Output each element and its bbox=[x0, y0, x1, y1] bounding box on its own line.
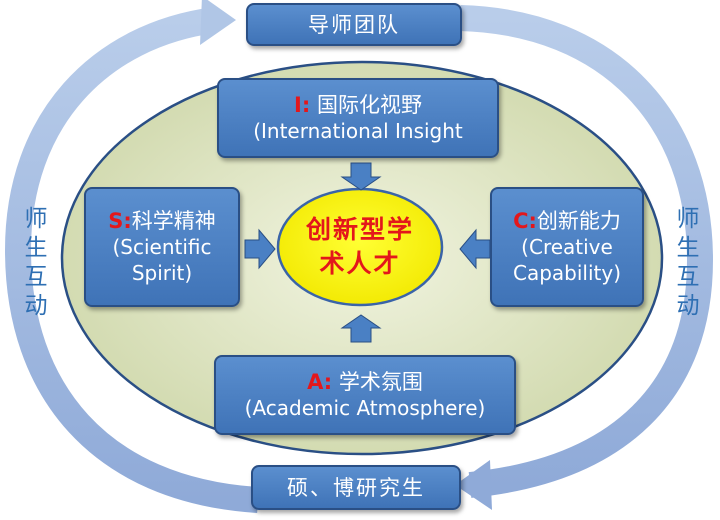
letter-s: S: bbox=[108, 209, 132, 233]
cycle-arrow-left bbox=[4, 0, 259, 513]
letter-a: A: bbox=[307, 370, 333, 394]
arrow-right-icon bbox=[244, 228, 276, 270]
arrow-left-icon bbox=[459, 228, 491, 270]
mentor-team-box: 导师团队 bbox=[246, 3, 462, 46]
scientific-en-1: (Scientific bbox=[112, 235, 212, 259]
academic-cn: 学术氛围 bbox=[338, 370, 423, 394]
graduate-students-box: 硕、博研究生 bbox=[251, 465, 461, 510]
side-text-right: 师 生 互 动 bbox=[676, 206, 700, 319]
creative-capability-box: C:创新能力 (Creative Capability) bbox=[490, 187, 644, 307]
side-text-left: 师 生 互 动 bbox=[24, 206, 48, 319]
arrow-down-icon bbox=[340, 162, 382, 191]
creative-cn: 创新能力 bbox=[536, 209, 621, 233]
center-line-2: 术人才 bbox=[319, 249, 401, 278]
graduate-students-label: 硕、博研究生 bbox=[287, 475, 425, 500]
creative-en-1: (Creative bbox=[521, 235, 613, 259]
scientific-en-2: Spirit) bbox=[131, 261, 193, 285]
creative-en-2: Capability) bbox=[512, 261, 622, 285]
academic-en: (Academic Atmosphere) bbox=[244, 396, 486, 420]
letter-i: I: bbox=[294, 93, 311, 117]
scientific-cn: 科学精神 bbox=[131, 209, 216, 233]
international-cn: 国际化视野 bbox=[316, 93, 422, 117]
international-en: (International Insight bbox=[253, 119, 463, 143]
mentor-team-label: 导师团队 bbox=[308, 12, 400, 37]
arrow-up-icon bbox=[340, 314, 382, 343]
scientific-spirit-box: S:科学精神 (Scientific Spirit) bbox=[84, 187, 240, 307]
center-line-1: 创新型学 bbox=[305, 215, 414, 244]
academic-atmosphere-box: A: 学术氛围 (Academic Atmosphere) bbox=[214, 355, 516, 435]
center-label: 创新型学 术人才 bbox=[280, 191, 440, 303]
cycle-arrow-right bbox=[455, 5, 714, 510]
international-insight-box: I: 国际化视野 (International Insight bbox=[217, 78, 499, 158]
letter-c: C: bbox=[513, 209, 537, 233]
